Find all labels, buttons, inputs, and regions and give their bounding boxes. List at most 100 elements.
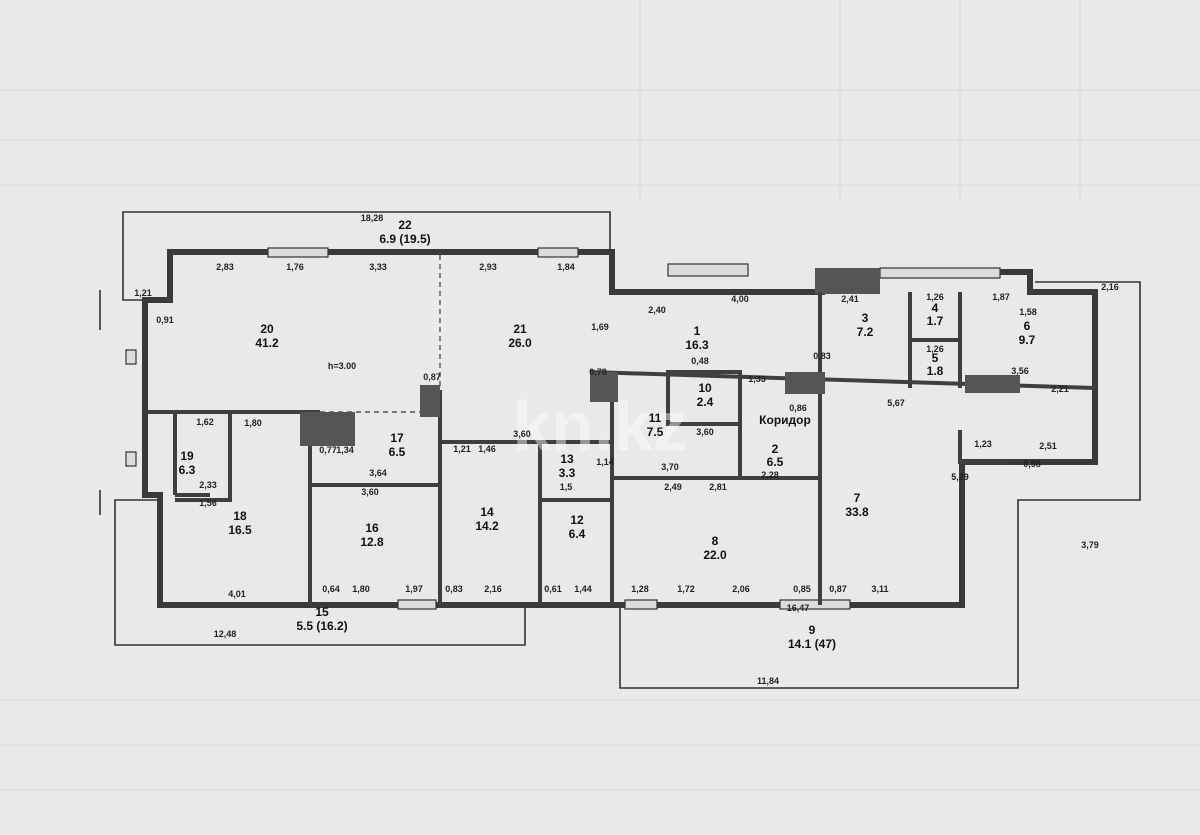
dimension-label: 2,41	[841, 294, 859, 304]
dimension-label: 0,78	[589, 367, 607, 377]
dimension-label: 1,69	[591, 322, 609, 332]
dimension-label: 0,98	[1023, 459, 1041, 469]
dimension-label: 1,87	[992, 292, 1010, 302]
svg-text:2.4: 2.4	[697, 395, 714, 409]
dimension-label: 3,11	[871, 584, 888, 594]
svg-text:12.8: 12.8	[360, 535, 384, 549]
svg-text:16: 16	[365, 521, 379, 535]
svg-text:17: 17	[390, 431, 404, 445]
dimension-label: 3,70	[661, 462, 679, 472]
paper-background-lines	[0, 0, 1200, 791]
svg-text:14: 14	[480, 505, 494, 519]
svg-text:14.2: 14.2	[475, 519, 499, 533]
svg-text:7.2: 7.2	[857, 325, 874, 339]
dimension-label: 4,01	[228, 589, 246, 599]
svg-text:6.5: 6.5	[767, 455, 784, 469]
room-1: 116.3	[685, 324, 709, 352]
room-5: 51.8	[927, 351, 944, 378]
svg-text:16.3: 16.3	[685, 338, 709, 352]
dimension-label: 1,34	[336, 445, 354, 455]
dimension-label: 18,28	[361, 213, 384, 223]
dimension-label: 0,77	[319, 445, 337, 455]
dimension-label: 0,48	[691, 356, 709, 366]
svg-text:11: 11	[649, 411, 662, 425]
interior-walls	[125, 255, 1096, 605]
dimension-label: 2,40	[648, 305, 666, 315]
ceiling-height-label: h=3.00	[328, 361, 356, 371]
svg-text:16.5: 16.5	[228, 523, 252, 537]
svg-text:41.2: 41.2	[255, 336, 279, 350]
svg-text:6.4: 6.4	[569, 527, 586, 541]
dimension-label: 1,62	[196, 417, 214, 427]
dimension-label: 3,60	[696, 427, 714, 437]
dimension-label: 0,61	[544, 584, 562, 594]
svg-text:20: 20	[260, 322, 274, 336]
dimension-label: 16,47	[787, 603, 810, 613]
dimension-label: 1,58	[1019, 307, 1037, 317]
svg-text:2: 2	[772, 442, 779, 456]
svg-text:22.0: 22.0	[703, 548, 727, 562]
dimension-label: 3,60	[361, 487, 379, 497]
dimension-label: 1,44	[574, 584, 592, 594]
dimension-label: 2,93	[479, 262, 497, 272]
dimension-label: 1,46	[478, 444, 496, 454]
svg-text:19: 19	[180, 449, 194, 463]
dimension-label: 2,83	[216, 262, 234, 272]
dimension-label: 1,5	[560, 482, 573, 492]
svg-text:6: 6	[1024, 319, 1031, 333]
svg-text:5: 5	[932, 351, 939, 365]
svg-text:6.5: 6.5	[389, 445, 406, 459]
svg-text:18: 18	[233, 509, 247, 523]
dimension-label: 0,83	[813, 351, 831, 361]
corridor-label: Коридор	[759, 413, 811, 427]
svg-text:1: 1	[694, 324, 701, 338]
dimension-label: 1,26	[926, 292, 944, 302]
room-8: 822.0	[703, 534, 727, 562]
dimension-label: 2,49	[664, 482, 682, 492]
dimension-label: 1,21	[134, 288, 152, 298]
room-19: 196.3	[179, 449, 196, 477]
svg-text:1.7: 1.7	[927, 314, 944, 328]
dimension-label: 0,86	[789, 403, 807, 413]
dimension-label: 5,67	[887, 398, 905, 408]
dimension-label: 4,00	[731, 294, 749, 304]
svg-text:33.8: 33.8	[845, 505, 869, 519]
balcony-outlines	[99, 211, 1141, 689]
dimension-label: 2,81	[709, 482, 727, 492]
dimension-label: 2,51	[1039, 441, 1057, 451]
dimension-label: 12,48	[214, 629, 237, 639]
svg-text:12: 12	[570, 513, 584, 527]
svg-text:14.1 (47): 14.1 (47)	[788, 637, 836, 651]
svg-text:3.3: 3.3	[559, 466, 576, 480]
dimension-label: 0,85	[793, 584, 811, 594]
svg-text:1.8: 1.8	[927, 364, 944, 378]
svg-text:6.3: 6.3	[179, 463, 196, 477]
room-11: 117.5	[647, 411, 664, 439]
dimension-label: 1,26	[926, 344, 944, 354]
dimension-label: 1,56	[199, 498, 217, 508]
dimension-label: 0,87	[829, 584, 847, 594]
dimension-label: 2,33	[199, 480, 217, 490]
dimension-label: 0,64	[322, 584, 340, 594]
dimension-label: 1,23	[974, 439, 992, 449]
room-2: 26.5	[767, 442, 784, 469]
svg-text:10: 10	[698, 381, 712, 395]
dimension-label: 3,56	[1011, 366, 1029, 376]
svg-text:26.0: 26.0	[508, 336, 532, 350]
dimension-label: 0,87	[423, 372, 441, 382]
dimension-label: 1,80	[352, 584, 370, 594]
room-10: 102.4	[697, 381, 714, 409]
room-6: 69.7	[1019, 319, 1036, 347]
dimension-label: 3,33	[369, 262, 387, 272]
svg-text:4: 4	[932, 301, 939, 315]
svg-text:22: 22	[398, 218, 412, 232]
dimension-label: 0,83	[445, 584, 463, 594]
exterior-walls	[142, 247, 1098, 610]
